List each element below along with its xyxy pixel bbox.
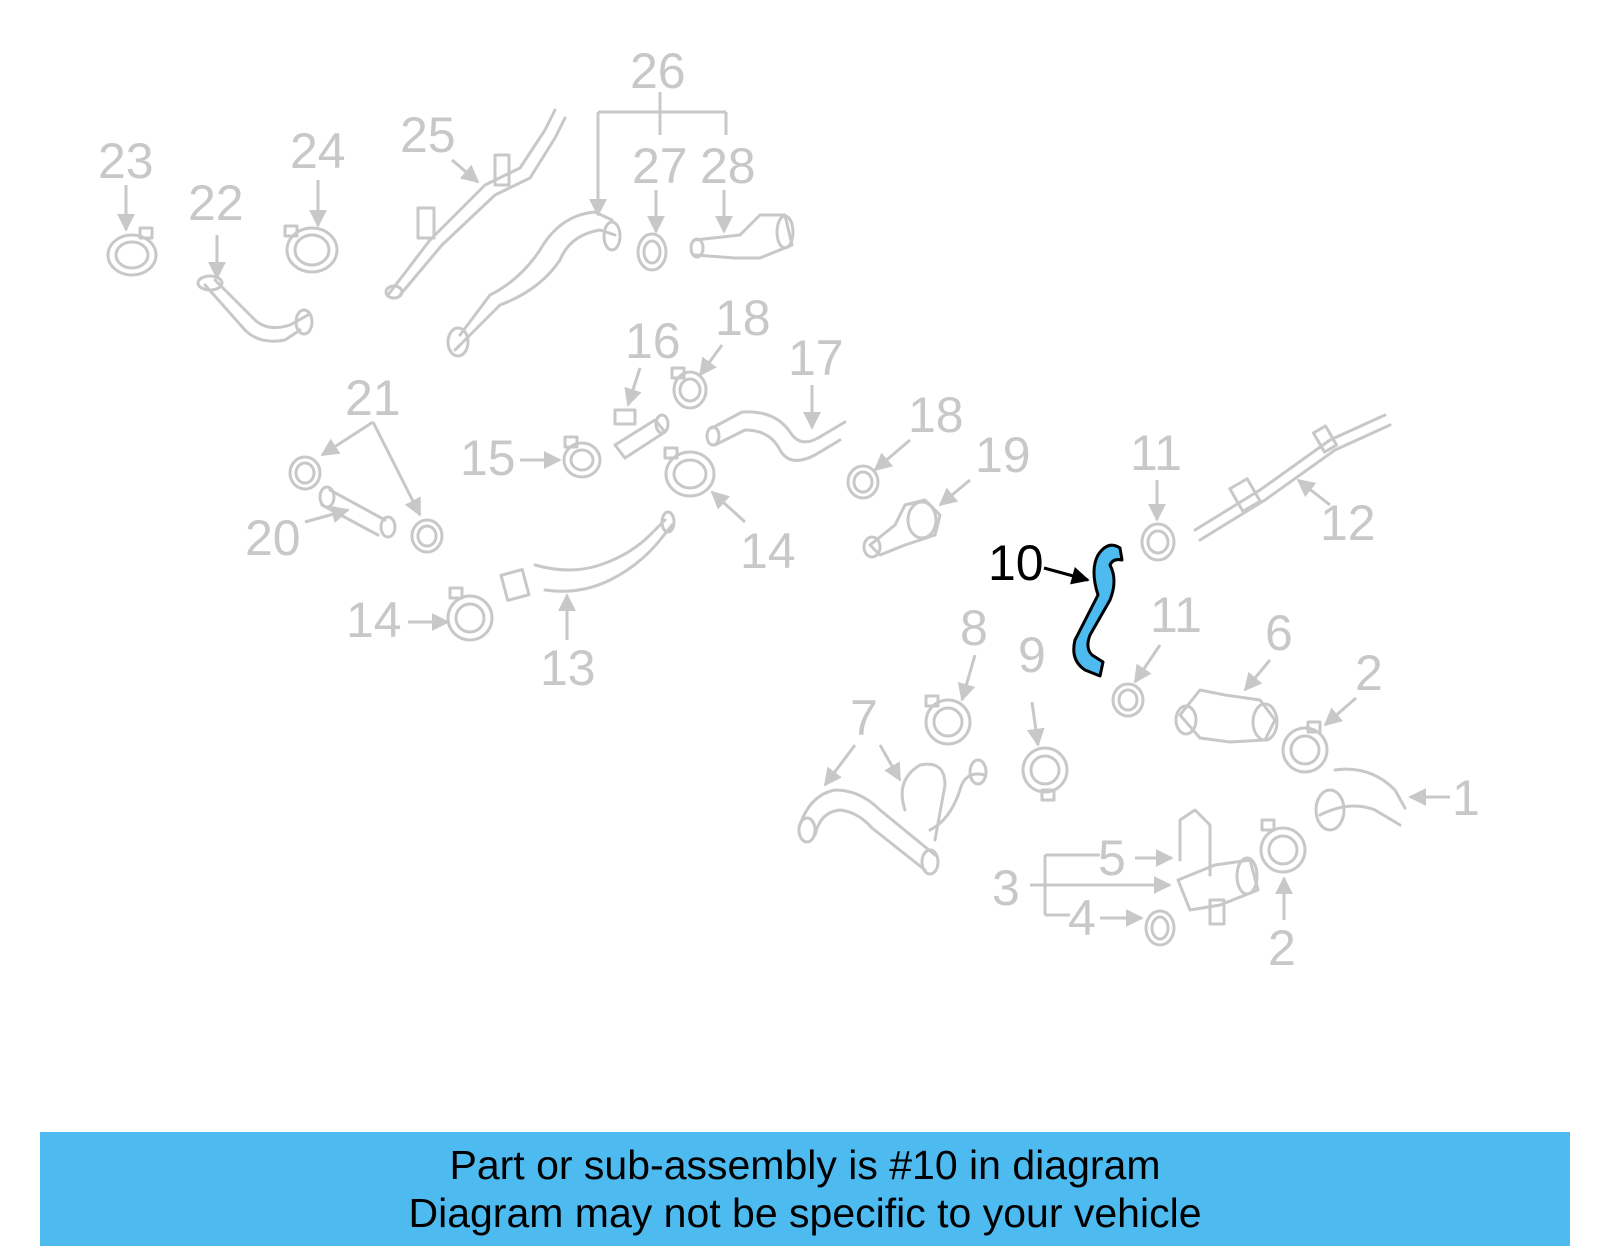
callout-2: 2 [1355, 645, 1383, 701]
part-15-clamp[interactable] [562, 435, 602, 479]
part-7-hoses[interactable] [797, 758, 988, 876]
part-3-fitting[interactable] [1176, 856, 1260, 926]
callout-20: 20 [245, 510, 301, 566]
part-5-bracket[interactable] [1178, 808, 1212, 877]
part-17-hose[interactable] [705, 410, 847, 462]
part-11-clamp-upper[interactable] [1140, 522, 1176, 562]
callout-18b: 18 [908, 387, 964, 443]
part-24-clamp[interactable] [283, 224, 339, 274]
callout-11b: 11 [1150, 587, 1202, 643]
part-18-clamp-lower[interactable] [846, 464, 880, 500]
part-21-clamps[interactable] [288, 455, 444, 554]
callout-19: 19 [975, 427, 1031, 483]
callout-14b: 14 [346, 592, 402, 648]
callout-3: 3 [992, 860, 1020, 916]
callout-4: 4 [1068, 890, 1096, 946]
callout-26: 26 [630, 43, 686, 99]
callout-27: 27 [632, 138, 688, 194]
callout-22: 22 [188, 175, 244, 231]
callout-13: 13 [540, 640, 596, 696]
part-14-clamp-lower[interactable] [446, 586, 494, 642]
part-16-fitting[interactable] [613, 408, 670, 460]
part-11-clamp-lower[interactable] [1111, 682, 1145, 718]
callout-2b: 2 [1268, 920, 1296, 976]
callout-1: 1 [1452, 770, 1480, 826]
callout-6: 6 [1265, 605, 1293, 661]
part-19-valve[interactable] [862, 498, 942, 559]
banner-line-part: Part or sub-assembly is #10 in diagram [449, 1142, 1161, 1188]
part-13-hose[interactable] [499, 510, 676, 602]
part-10-hose-highlighted[interactable] [1072, 543, 1124, 678]
callout-16: 16 [625, 313, 681, 369]
part-25-pipe[interactable] [384, 108, 567, 300]
part-6-housing[interactable] [1174, 688, 1279, 744]
parts-diagram: 23 22 24 25 26 [98, 43, 1480, 976]
part-4-oring[interactable] [1144, 909, 1176, 947]
callout-10: 10 [988, 535, 1044, 591]
callout-5: 5 [1098, 830, 1126, 886]
part-28-connector[interactable] [689, 213, 795, 260]
callout-17: 17 [788, 330, 844, 386]
part-18-clamp-upper[interactable] [670, 366, 708, 410]
callout-23: 23 [98, 133, 154, 189]
part-14-clamp-upper[interactable] [663, 446, 716, 498]
part-1-hose[interactable] [1314, 767, 1407, 832]
part-2-clamp-lower[interactable] [1259, 818, 1307, 874]
part-23-clamp[interactable] [106, 226, 158, 277]
callout-21: 21 [345, 370, 401, 426]
banner-line-disclaimer: Diagram may not be specific to your vehi… [408, 1190, 1202, 1236]
callout-14: 14 [740, 523, 796, 579]
callout-8: 8 [960, 600, 988, 656]
callout-7: 7 [850, 690, 878, 746]
callout-25: 25 [400, 107, 456, 163]
part-12-pipe[interactable] [1193, 413, 1392, 542]
callout-28: 28 [700, 138, 756, 194]
part-22-hose[interactable] [196, 274, 314, 343]
callout-24: 24 [290, 123, 346, 179]
part-2-clamp-upper[interactable] [1281, 720, 1329, 774]
callout-15: 15 [460, 430, 516, 486]
part-9-clamp[interactable] [1021, 746, 1069, 802]
callout-11: 11 [1130, 425, 1182, 481]
part-8-clamp[interactable] [924, 694, 972, 746]
callout-9: 9 [1018, 627, 1046, 683]
part-27-clamp[interactable] [636, 232, 668, 272]
part-26-hose[interactable] [446, 210, 622, 358]
info-banner: Part or sub-assembly is #10 in diagram D… [40, 1132, 1570, 1246]
part-20-hose[interactable] [318, 485, 397, 539]
callout-18: 18 [715, 290, 771, 346]
